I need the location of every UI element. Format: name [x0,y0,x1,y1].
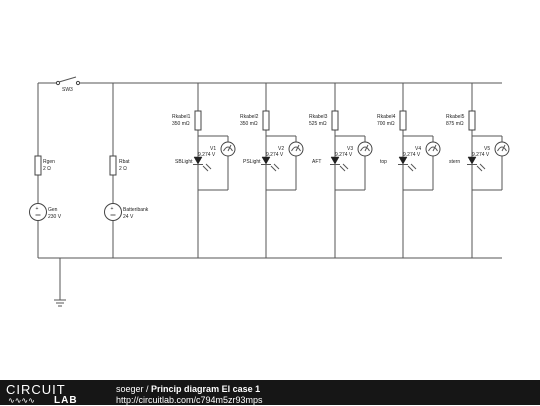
cable-value: 350 mΩ [172,121,190,127]
light-ray [270,165,277,172]
logo-top-text: CIRCUIT [6,382,66,397]
logo-wave-icon: ∿∿∿∿ [8,396,35,405]
cable-value: 525 mΩ [309,121,327,127]
battery-resistor [109,155,117,176]
voltmeter-needle [432,144,437,152]
cable-value: 700 mΩ [377,121,395,127]
generator-source-value: 230 V [48,214,62,220]
light-ray [407,165,414,172]
battery-resistor-name: Rbat [119,159,130,165]
voltmeter-icon [494,141,510,157]
voltmeter-needle [501,144,506,152]
light-ray [205,163,212,170]
generator-resistor-name: Rgen [43,159,55,165]
switch-label: SW3 [62,87,73,93]
light-ray [410,163,417,170]
voltmeter-scale [428,146,438,152]
generator-resistor [34,155,42,176]
meter-value: 9.274 V [335,152,353,158]
generator-resistor-value: 2 Ω [43,166,51,172]
light-ray [273,163,280,170]
footer-bar: CIRCUIT ∿∿∿∿ LAB soeger / Princip diagra… [0,380,540,406]
cable-resistor [331,110,339,131]
cable-resistor [194,110,202,131]
cable-name: Rkabel2 [240,114,259,120]
circuit-schematic: SW3 Rgen 2 Ω + Gen 230 V Rbat 2 Ω + Batt… [29,76,510,307]
light-ray [476,165,483,172]
light-ray [479,163,486,170]
generator-branch: Rgen 2 Ω + Gen 230 V [29,155,62,221]
switch-sw3: SW3 [55,76,81,93]
light-name: SBLight [175,159,193,165]
light-name: top [380,159,387,165]
light-ray [342,163,349,170]
battery-source-value: 24 V [123,214,134,220]
battery-branch: Rbat 2 Ω + Batteribank 24 V [104,155,149,221]
cable-name: Rkabel4 [377,114,396,120]
battery-resistor-value: 2 Ω [119,166,127,172]
meter-value: 9.274 V [198,152,216,158]
lamp-diode-icon [398,156,408,165]
logo-bottom-text: LAB [54,395,78,406]
voltmeter-needle [295,144,300,152]
plus-sign: + [36,206,39,212]
ground-symbol [54,299,66,307]
light-name: AFT [312,159,321,165]
voltmeter-icon [425,141,441,157]
circuit-title: soeger / Princip diagram El case 1 [116,384,260,394]
meter-value: 9.274 V [472,152,490,158]
meter-name: V3 [347,146,353,152]
meter-name: V4 [415,146,421,152]
voltmeter-icon [288,141,304,157]
lamp-diode-icon [467,156,477,165]
voltmeter-needle [364,144,369,152]
battery-source-symbol [104,203,122,221]
meter-value: 9.274 V [403,152,421,158]
voltmeter-scale [497,146,507,152]
cable-name: Rkabel3 [309,114,328,120]
cable-resistor [262,110,270,131]
voltmeter-scale [291,146,301,152]
cable-value: 350 mΩ [240,121,258,127]
circuit-name: Princip diagram El case 1 [151,384,261,394]
light-name: stern [449,159,460,165]
cable-resistor [468,110,476,131]
light-name: PSLight [243,159,261,165]
voltmeter-icon [220,141,236,157]
lamp-diode-icon [193,156,203,165]
cable-value: 875 mΩ [446,121,464,127]
lamp-diode-icon [330,156,340,165]
battery-source-name: Batteribank [123,207,149,213]
cable-name: Rkabel5 [446,114,465,120]
voltmeter-scale [223,146,233,152]
author-name[interactable]: soeger [116,384,144,394]
voltmeter-needle [227,144,232,152]
cable-name: Rkabel1 [172,114,191,120]
circuit-url[interactable]: http://circuitlab.com/c794m5zr93mps [116,395,263,405]
cable-resistor [399,110,407,131]
meter-name: V1 [210,146,216,152]
title-separator: / [143,384,152,394]
voltmeter-icon [357,141,373,157]
circuitlab-logo[interactable]: CIRCUIT ∿∿∿∿ LAB [6,382,96,406]
meter-name: V2 [278,146,284,152]
plus-sign: + [111,206,114,212]
light-ray [202,165,209,172]
lamp-diode-icon [261,156,271,165]
generator-source-symbol [29,203,47,221]
meter-name: V5 [484,146,490,152]
voltmeter-scale [360,146,370,152]
wiring [37,82,502,300]
meter-value: 9.274 V [266,152,284,158]
generator-source-name: Gen [48,207,58,213]
light-ray [339,165,346,172]
